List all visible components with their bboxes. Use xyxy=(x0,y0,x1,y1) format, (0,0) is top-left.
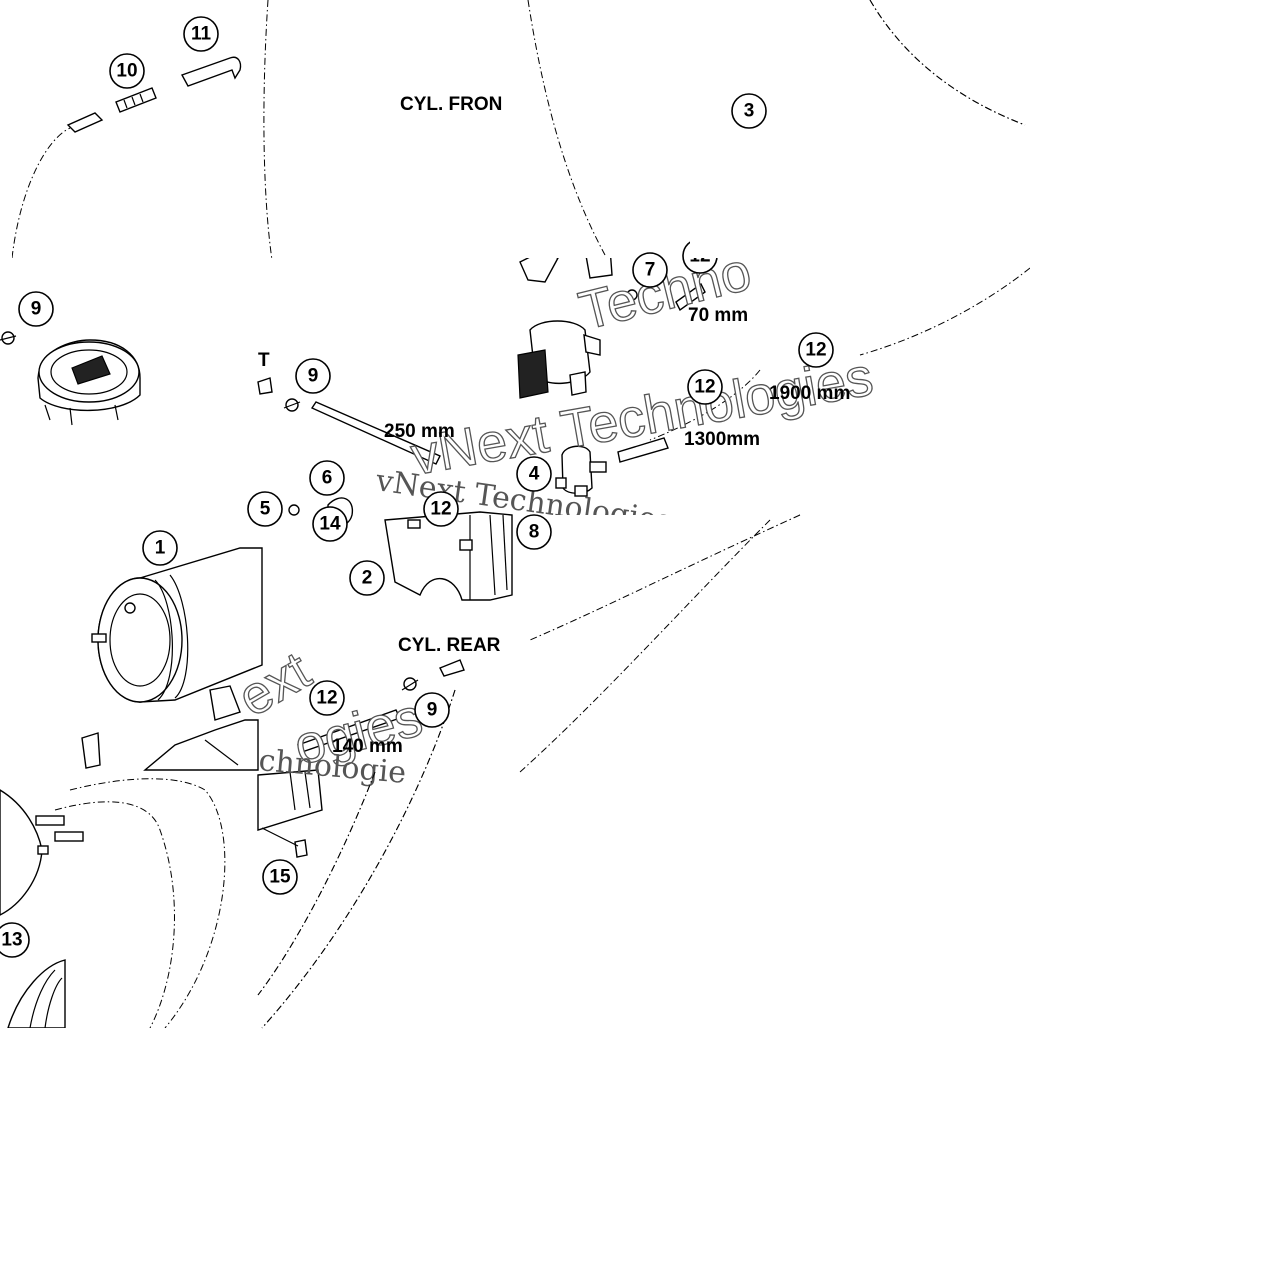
fuel-cap xyxy=(37,339,141,426)
bracket-lower xyxy=(0,685,323,1029)
callout-6: 6 xyxy=(322,468,333,489)
callout-2: 2 xyxy=(362,568,373,589)
callout-9-a: 9 xyxy=(31,299,42,320)
callouts: 11 10 3 9 7 12 9 12 4 6 5 14 12 8 1 2 12 xyxy=(0,16,834,958)
label-t: T xyxy=(258,350,270,371)
label-cyl-rear: CYL. REAR xyxy=(398,635,501,656)
crop-mask-left xyxy=(500,234,530,258)
callout-12-d: 12 xyxy=(316,688,337,709)
callout-1: 1 xyxy=(155,538,166,559)
label-hose-70: 70 mm xyxy=(688,305,748,326)
watermark-b: vNext Technologies xyxy=(407,347,878,487)
callout-15: 15 xyxy=(269,867,291,888)
label-hose-1900: 1900 mm xyxy=(769,383,850,404)
callout-10: 10 xyxy=(116,61,137,82)
valve-part-4 xyxy=(555,445,607,497)
purge-valve xyxy=(517,320,601,399)
crop-mask-top-right xyxy=(690,234,770,258)
callout-12-b: 12 xyxy=(694,377,715,398)
callout-4: 4 xyxy=(529,464,540,485)
callout-7: 7 xyxy=(645,260,656,281)
label-hose-1300: 1300mm xyxy=(684,429,760,450)
dimension-labels: CYL. FRON CYL. REAR T 70 mm 250 mm 140 m… xyxy=(258,94,850,757)
callout-12-a: 12 xyxy=(805,340,826,361)
bracket-part-2 xyxy=(384,511,513,601)
callout-9-b: 9 xyxy=(308,366,319,387)
callout-8: 8 xyxy=(529,522,540,543)
callout-14: 14 xyxy=(319,514,341,535)
callout-5: 5 xyxy=(260,499,271,520)
redrawn-lines xyxy=(257,0,1026,1029)
canister-part-1 xyxy=(91,547,263,703)
callout-3: 3 xyxy=(744,101,755,122)
label-cyl-front: CYL. FRON xyxy=(400,94,502,115)
callout-13: 13 xyxy=(1,930,22,951)
callout-9-c: 9 xyxy=(427,700,438,721)
callout-12-c: 12 xyxy=(430,499,451,520)
label-hose-250: 250 mm xyxy=(384,421,455,442)
hoses xyxy=(66,56,706,753)
callout-11: 11 xyxy=(191,24,212,45)
label-hose-140: 140 mm xyxy=(332,736,403,757)
